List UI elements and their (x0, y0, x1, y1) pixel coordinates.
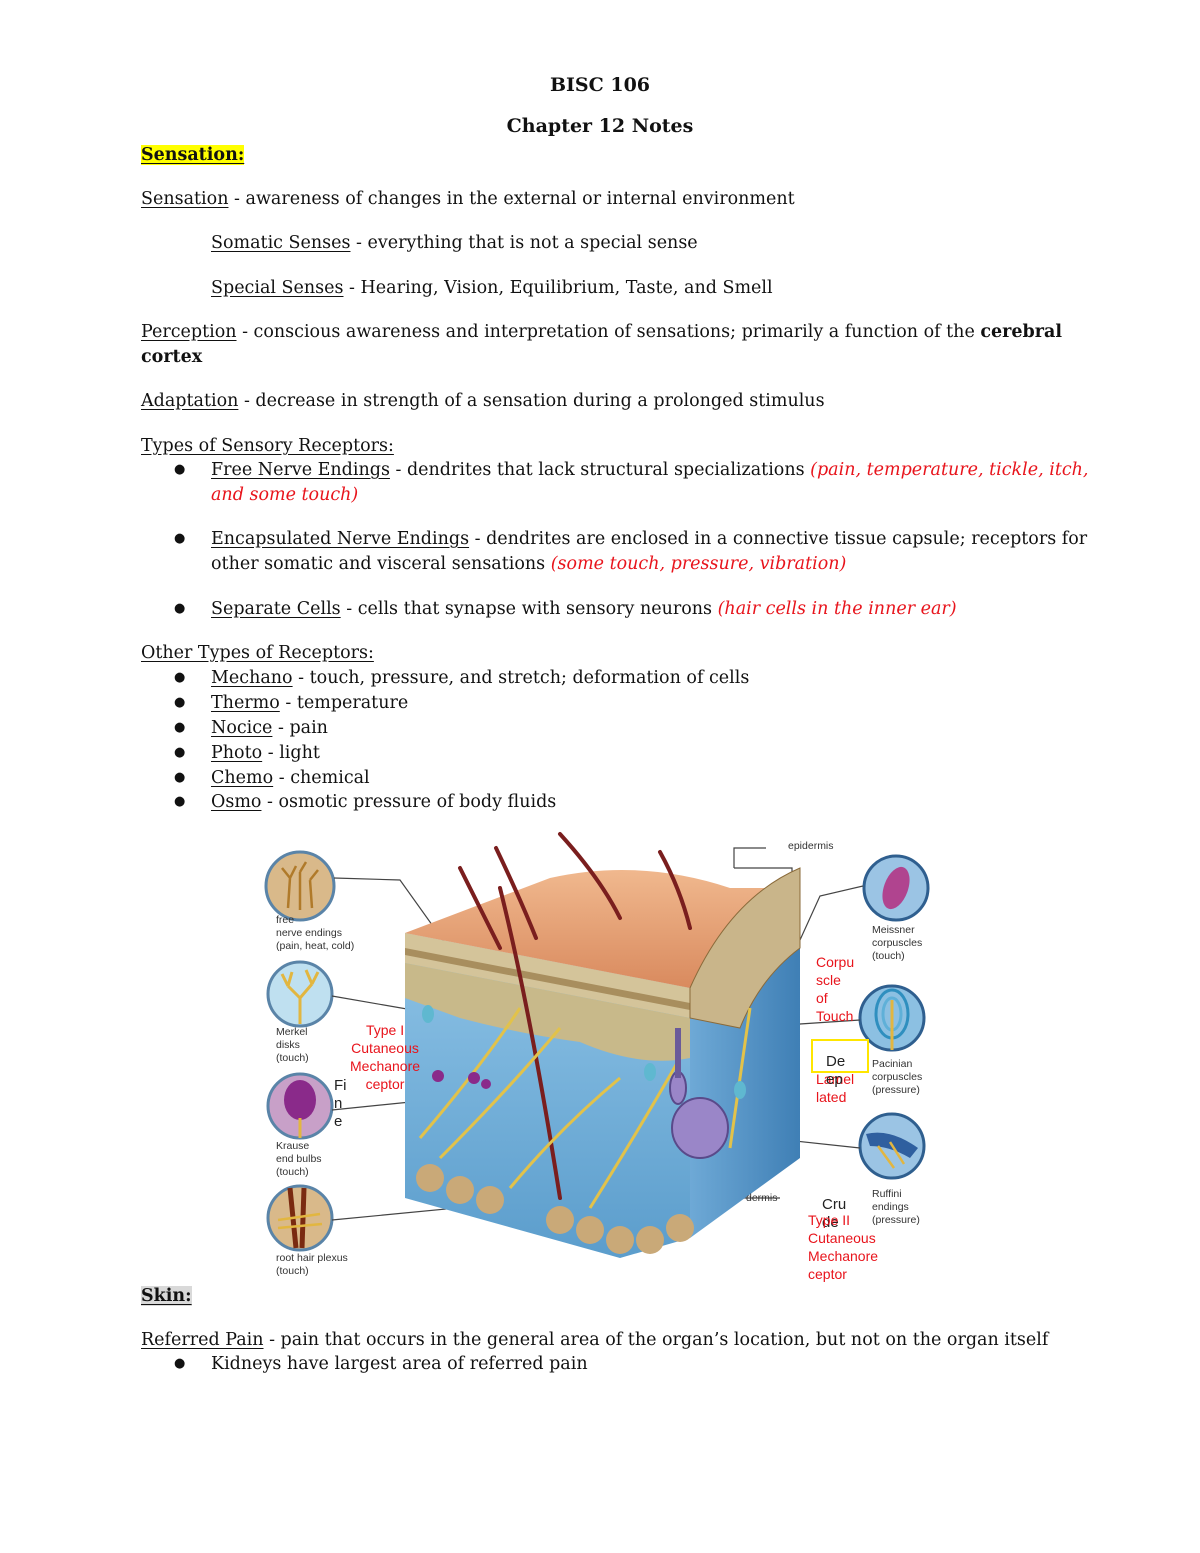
free-nerve-item: Free Nerve Endings - dendrites that lack… (211, 460, 1089, 480)
perception-definition: Perception - conscious awareness and int… (141, 322, 1062, 342)
figure-label-layer: free nerve endings (pain, heat, cold) Me… (276, 840, 923, 1277)
skin-receptors-figure: free nerve endings (pain, heat, cold) Me… (264, 832, 930, 1277)
encapsulated-item: Encapsulated Nerve Endings - dendrites a… (211, 529, 1088, 549)
sensation-definition: Sensation - awareness of changes in the … (141, 189, 795, 209)
pacinian-coil (669, 1028, 729, 1159)
lamellated-annotation: Lamel lated (816, 1071, 855, 1105)
krause-inset (266, 1072, 334, 1140)
photo-item: Photo - light (211, 743, 320, 763)
fat-layer (416, 1164, 694, 1254)
nocice-item: Nocice - pain (211, 718, 328, 738)
fine-annotation: Fi n e (334, 1077, 347, 1130)
meissner-inset (862, 854, 930, 922)
nerve-fibers (418, 1007, 752, 1209)
bullet-icon: ● (174, 695, 186, 710)
meissner-bulbs (422, 1005, 746, 1099)
free-nerve-label: free nerve endings (pain, heat, cold) (276, 914, 355, 952)
type2-annotation: Type II Cutaneous Mechanore ceptor (808, 1212, 879, 1282)
merkel-inset (266, 960, 334, 1028)
skin-heading: Skin: (141, 1286, 192, 1306)
bullet-icon: ● (174, 601, 186, 616)
bullet-icon: ● (174, 794, 186, 809)
pacinian-inset (858, 984, 926, 1052)
special-definition: Special Senses - Hearing, Vision, Equili… (211, 278, 773, 298)
dermis-label: dermis (746, 1192, 778, 1204)
krause-label: Krause end bulbs (touch) (276, 1140, 322, 1178)
bullet-icon: ● (174, 462, 186, 477)
adaptation-definition: Adaptation - decrease in strength of a s… (141, 391, 825, 411)
encapsulated-item-cont: other somatic and visceral sensations (s… (211, 554, 847, 574)
bullet-icon: ● (174, 770, 186, 785)
kidneys-item: Kidneys have largest area of referred pa… (211, 1354, 588, 1374)
pacinian-label: Pacinian corpuscles (pressure) (872, 1058, 923, 1096)
bullet-icon: ● (174, 720, 186, 735)
type1-annotation: Type I Cutaneous Mechanore ceptor (350, 1022, 421, 1092)
ruffini-inset (858, 1112, 926, 1180)
course-title: BISC 106 (549, 74, 651, 96)
merkel-label: Merkel disks (touch) (276, 1026, 309, 1064)
free-nerve-inset (264, 850, 336, 922)
referred-pain-definition: Referred Pain - pain that occurs in the … (141, 1330, 1049, 1350)
receptor-types-heading: Types of Sensory Receptors: (141, 436, 394, 456)
krause-bulbs (432, 1070, 491, 1089)
root-hair-inset (266, 1184, 334, 1252)
bullet-icon: ● (174, 1356, 186, 1371)
deep-annotation: De ep (826, 1053, 846, 1088)
meissner-label: Meissner corpuscles (touch) (872, 924, 923, 962)
chapter-title: Chapter 12 Notes (506, 115, 694, 137)
osmo-item: Osmo - osmotic pressure of body fluids (211, 792, 557, 812)
separate-cells-item: Separate Cells - cells that synapse with… (211, 599, 957, 619)
bullet-icon: ● (174, 670, 186, 685)
mechano-item: Mechano - touch, pressure, and stretch; … (211, 668, 750, 688)
sensation-heading: Sensation: (141, 145, 245, 165)
perception-cortex: cortex (141, 347, 203, 367)
root-hair-label: root hair plexus (touch) (276, 1252, 348, 1277)
thermo-item: Thermo - temperature (211, 693, 409, 713)
bullet-icon: ● (174, 745, 186, 760)
crude-annotation: Cru de (822, 1196, 847, 1231)
other-receptors-heading: Other Types of Receptors: (141, 643, 374, 663)
epidermis-label: epidermis (788, 840, 834, 852)
somatic-definition: Somatic Senses - everything that is not … (211, 233, 698, 253)
free-nerve-example-cont: and some touch) (211, 485, 359, 505)
corpuscle-annotation: Corpu scle of Touch (816, 954, 855, 1024)
ruffini-label: Ruffini endings (pressure) (872, 1188, 920, 1226)
chemo-item: Chemo - chemical (211, 768, 370, 788)
hair-shafts (458, 832, 692, 1200)
bullet-icon: ● (174, 531, 186, 546)
yellow-box (811, 1039, 869, 1073)
